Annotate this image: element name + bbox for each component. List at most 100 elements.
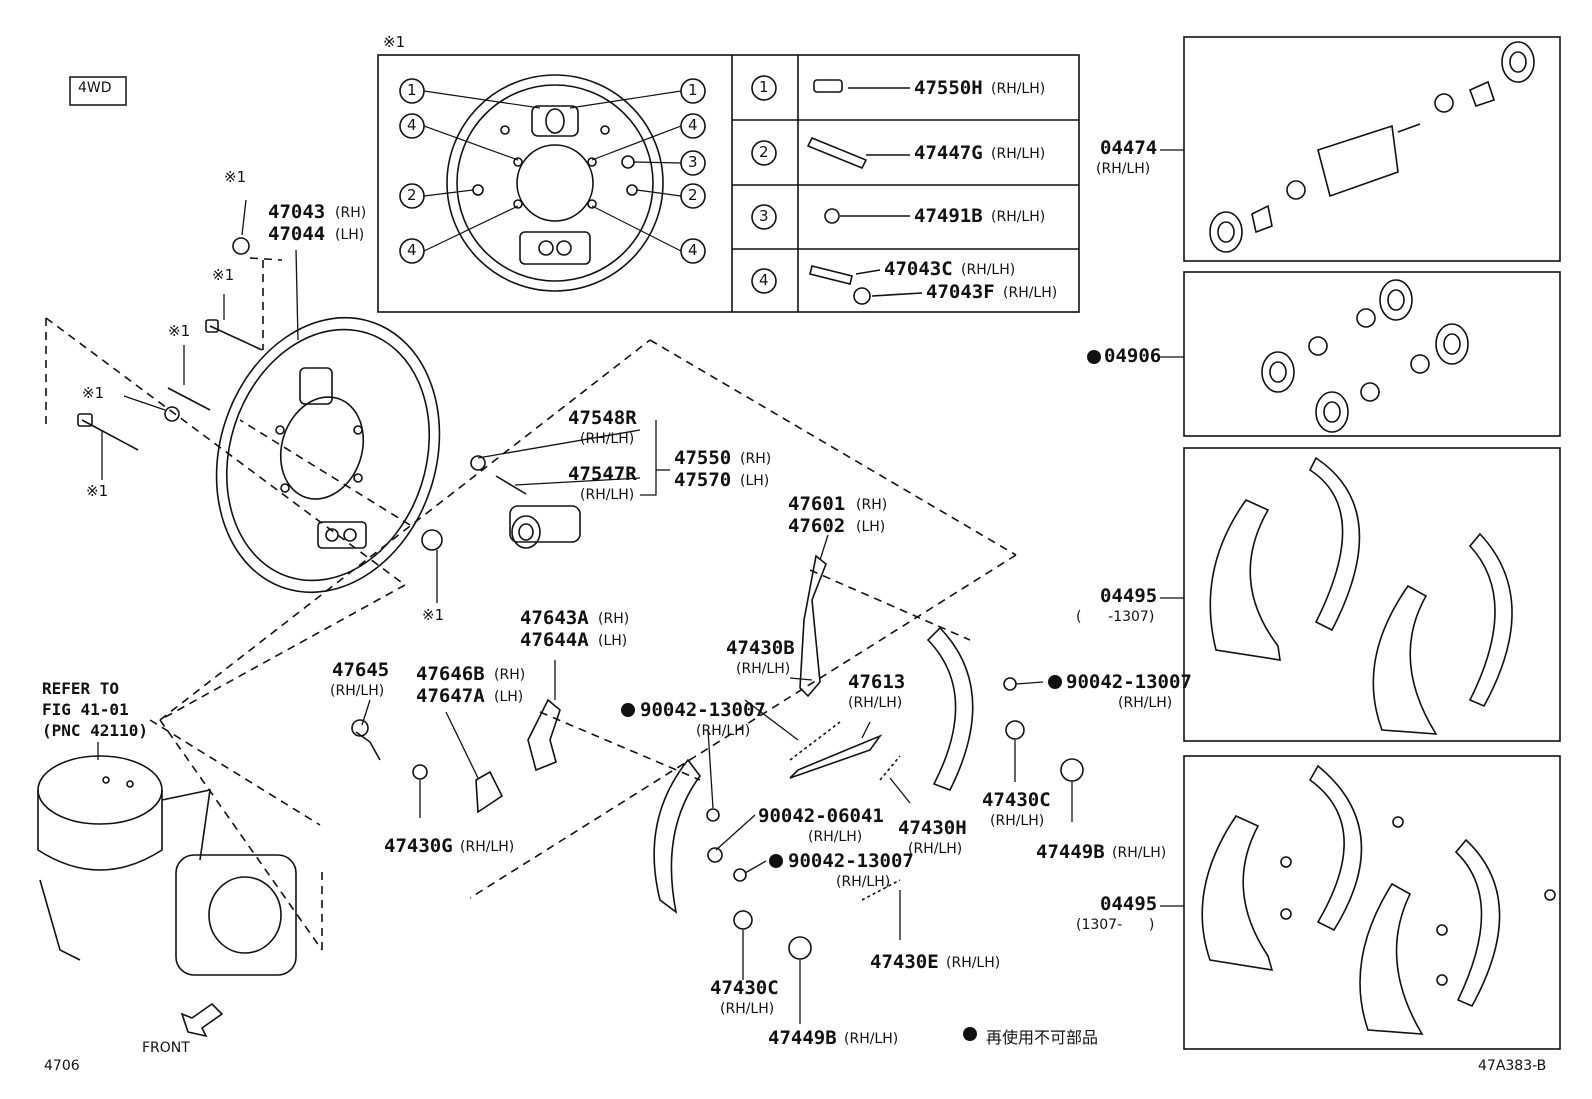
- part-number: 47430C: [982, 789, 1051, 811]
- inset-num-2b: 2: [688, 186, 698, 204]
- variant-badge: 4WD: [78, 80, 112, 96]
- part-number: 47645: [332, 659, 390, 681]
- shoe-kit-1: [1209, 456, 1513, 735]
- part-number: 90042-13007: [788, 850, 914, 872]
- note-mark: ※1: [212, 266, 235, 284]
- part-number: 90042-13007: [640, 699, 766, 721]
- assembly-dashed-lines: [149, 339, 1017, 951]
- part-number: 47044: [268, 223, 326, 245]
- part-number: 47644A: [520, 629, 589, 651]
- part-number: 47043F: [926, 281, 995, 303]
- part-side: (RH/LH): [991, 146, 1046, 162]
- part-number: 47647A: [416, 685, 485, 707]
- table-row-num: 2: [759, 143, 769, 161]
- part-side: (RH/LH): [946, 955, 1001, 971]
- part-side: (RH/LH): [1003, 285, 1058, 301]
- inset-num-1b: 1: [688, 81, 698, 99]
- part-side: (LH): [598, 633, 628, 649]
- inset-num-1a: 1: [407, 81, 417, 99]
- part-number: 04474: [1100, 137, 1158, 159]
- part-number: 04495: [1100, 585, 1158, 607]
- part-number: 90042-13007: [1066, 671, 1192, 693]
- part-number: 47430B: [726, 637, 795, 659]
- part-side: (RH/LH): [720, 1001, 775, 1017]
- part-side: (RH): [598, 611, 630, 627]
- part-number: 47646B: [416, 663, 485, 685]
- part-number: 47430G: [384, 835, 453, 857]
- part-side: ( -1307): [1076, 609, 1155, 625]
- note-mark: ※1: [422, 606, 445, 624]
- part-side: (RH/LH): [836, 874, 891, 890]
- inset-num-2a: 2: [407, 186, 417, 204]
- part-side: (LH): [740, 473, 770, 489]
- part-side: (RH/LH): [848, 695, 903, 711]
- mounting-bolts: [77, 237, 443, 551]
- backing-plate-bracket: [45, 257, 406, 721]
- part-side: (RH/LH): [580, 431, 635, 447]
- part-number: 47043: [268, 201, 326, 223]
- note-mark: ※1: [168, 322, 191, 340]
- wheel-cylinder: [470, 455, 581, 549]
- part-side: (RH/LH): [696, 723, 751, 739]
- part-side: (RH/LH): [736, 661, 791, 677]
- table-row-num: 3: [759, 207, 769, 225]
- legend-text: 再使用不可部品: [986, 1028, 1099, 1047]
- part-side: (RH/LH): [580, 487, 635, 503]
- inset-num-3: 3: [688, 153, 698, 171]
- part-number: 04906: [1104, 345, 1162, 367]
- note-table-header: ※1: [383, 33, 406, 51]
- fig-number: 4706: [44, 1058, 80, 1074]
- part-side: (LH): [856, 519, 886, 535]
- part-side: (RH/LH): [844, 1031, 899, 1047]
- inset-num-4d: 4: [688, 241, 698, 259]
- part-number: 47430E: [870, 951, 939, 973]
- part-side: (RH/LH): [460, 839, 515, 855]
- refer-note-line: REFER TO: [42, 679, 120, 698]
- part-side: (RH/LH): [1096, 161, 1151, 177]
- note-mark: ※1: [86, 482, 109, 500]
- inset-num-4c: 4: [407, 241, 417, 259]
- callout-leaders: [97, 149, 1184, 1024]
- non-reusable-markers: [621, 350, 1101, 1041]
- note-table-frame: [377, 54, 1080, 313]
- part-number: 47550: [674, 447, 732, 469]
- part-number: 47449B: [768, 1027, 837, 1049]
- part-number: 47491B: [914, 205, 983, 227]
- part-side: (RH/LH): [961, 262, 1016, 278]
- kit-04474-parts: [1209, 41, 1535, 253]
- brake-shoes-main: [653, 626, 974, 914]
- part-number: 47570: [674, 469, 732, 491]
- part-number: 47601: [788, 493, 846, 515]
- part-side: (RH): [494, 667, 526, 683]
- part-number: 90042-06041: [758, 805, 884, 827]
- shoe-kit-2: [1201, 764, 1556, 1035]
- part-number: 47548R: [568, 407, 637, 429]
- adjuster-parts: [351, 554, 1084, 960]
- note-mark: ※1: [82, 384, 105, 402]
- part-side: (RH/LH): [991, 81, 1046, 97]
- table-row-num: 1: [759, 78, 769, 96]
- part-number: 04495: [1100, 893, 1158, 915]
- part-number: 47430C: [710, 977, 779, 999]
- part-number: 47602: [788, 515, 846, 537]
- part-side: (RH/LH): [330, 683, 385, 699]
- table-part-sketches: [806, 79, 923, 305]
- part-number: 47643A: [520, 607, 589, 629]
- part-side: (RH/LH): [990, 813, 1045, 829]
- variant-badge-frame: [69, 76, 127, 106]
- inset-num-4a: 4: [407, 116, 417, 134]
- inset-backing-plate: [446, 74, 664, 292]
- front-label: FRONT: [142, 1040, 190, 1056]
- backing-plate: [215, 316, 441, 594]
- part-number: 47449B: [1036, 841, 1105, 863]
- part-side: (RH/LH): [1112, 845, 1167, 861]
- part-number: 47613: [848, 671, 906, 693]
- kit-04906-parts: [1261, 279, 1469, 433]
- inset-leaders: [423, 90, 682, 252]
- part-side: (LH): [335, 227, 365, 243]
- part-number: 47430H: [898, 817, 967, 839]
- part-side: (RH/LH): [991, 209, 1046, 225]
- part-side: (RH/LH): [808, 829, 863, 845]
